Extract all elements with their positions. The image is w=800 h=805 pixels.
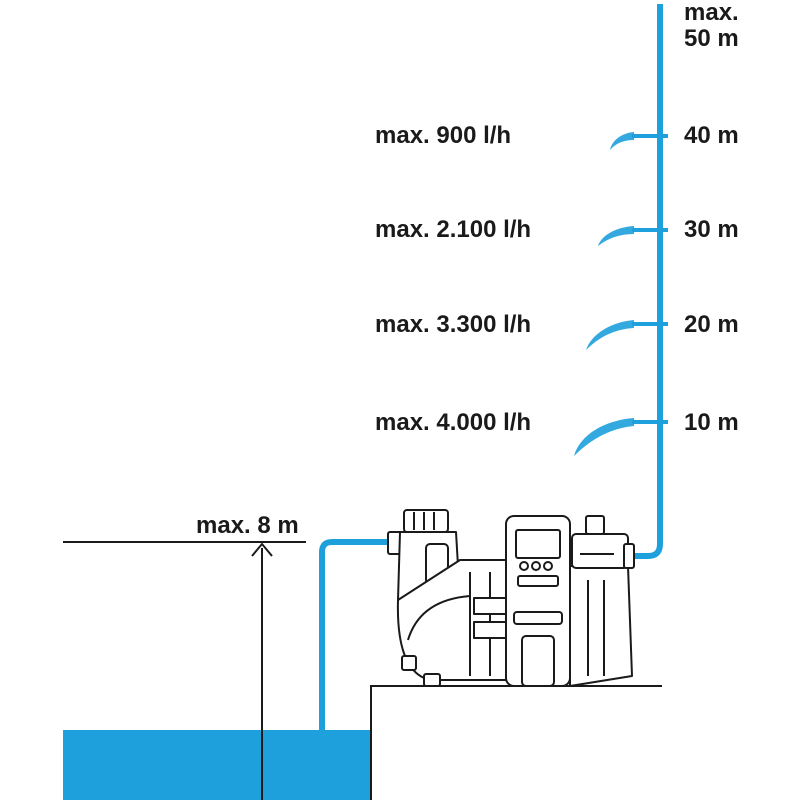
- pump-platform: [370, 685, 662, 800]
- pump-handle: [521, 635, 555, 687]
- pump-drain-plug: [401, 655, 417, 671]
- flow-label-10m: max. 4.000 l/h: [375, 409, 531, 436]
- pump-button-2: [531, 561, 541, 571]
- jet-10m: [574, 418, 634, 456]
- pump-foot-left: [423, 673, 441, 687]
- height-label-20m: 20 m: [684, 311, 739, 338]
- water-jets: [574, 132, 634, 456]
- jet-30m: [598, 226, 634, 246]
- pump-top-cap: [585, 515, 605, 535]
- garden-pump-icon: [387, 509, 635, 687]
- height-label-top-1: max.: [684, 0, 739, 26]
- flow-label-30m: max. 2.100 l/h: [375, 216, 531, 243]
- suction-depth-arrowhead: [251, 542, 273, 557]
- height-label-30m: 30 m: [684, 216, 739, 243]
- water-reservoir: [63, 730, 371, 800]
- height-label-40m: 40 m: [684, 122, 739, 149]
- pump-pressure-module: [571, 533, 629, 569]
- jet-40m: [610, 132, 634, 150]
- pump-button-1: [519, 561, 529, 571]
- pump-display: [515, 529, 561, 559]
- suction-pipe: [319, 539, 394, 730]
- pump-button-3: [543, 561, 553, 571]
- pressure-pipe: [630, 4, 663, 559]
- jet-20m: [586, 320, 634, 350]
- pump-outlet: [623, 543, 635, 569]
- flow-label-40m: max. 900 l/h: [375, 122, 511, 149]
- height-label-top-2: 50 m: [684, 25, 739, 52]
- height-label-10m: 10 m: [684, 409, 739, 436]
- suction-depth-label: max. 8 m: [196, 512, 299, 539]
- pump-motor: [569, 565, 633, 687]
- height-ticks: [632, 134, 668, 424]
- flow-label-20m: max. 3.300 l/h: [375, 311, 531, 338]
- pump-filter-cap: [403, 509, 449, 533]
